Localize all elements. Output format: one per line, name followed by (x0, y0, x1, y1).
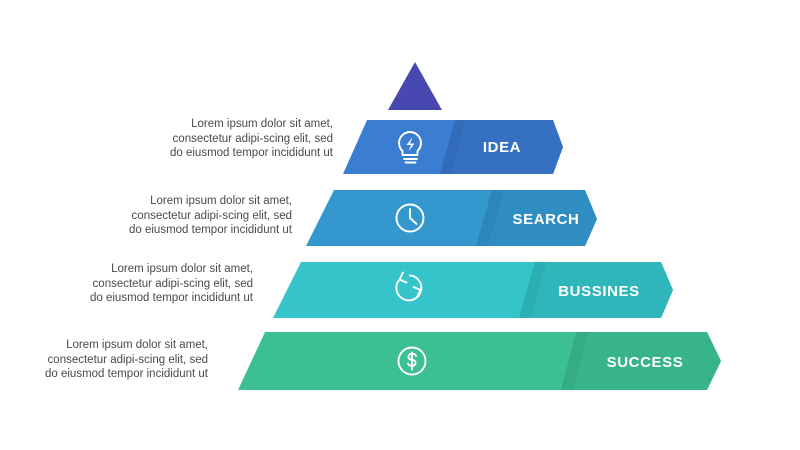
level-description-bussines: Lorem ipsum dolor sit amet, consectetur … (89, 263, 253, 304)
clock-icon (395, 203, 425, 233)
level-description-success: Lorem ipsum dolor sit amet, consectetur … (44, 339, 208, 380)
level-success-label-panel[interactable] (561, 332, 721, 390)
level-success-seam-shadow (561, 332, 588, 390)
level-search-label: SEARCH (513, 211, 580, 228)
pyramid-level-idea[interactable]: IDEA (343, 120, 563, 174)
pyramid-apex-triangle (388, 62, 442, 110)
level-bussines-seam-shadow (519, 262, 547, 318)
level-idea-label: IDEA (483, 139, 521, 156)
pyramid-level-success[interactable]: SUCCESS (238, 332, 721, 390)
level-bussines-label-panel[interactable] (519, 262, 673, 318)
level-idea-seam-shadow (440, 120, 466, 174)
refresh-cycle-icon (395, 271, 423, 302)
lightbulb-bolt-icon (398, 131, 422, 164)
level-idea-label-panel[interactable] (440, 120, 563, 174)
pyramid-level-search[interactable]: SEARCH (306, 190, 597, 246)
level-search-label-panel[interactable] (476, 190, 597, 246)
dollar-circle-icon (397, 346, 427, 376)
level-search-seam-shadow (476, 190, 504, 246)
level-description-idea: Lorem ipsum dolor sit amet, consectetur … (169, 118, 333, 159)
level-description-search: Lorem ipsum dolor sit amet, consectetur … (128, 195, 292, 236)
level-bussines-label: BUSSINES (558, 283, 640, 300)
level-success-label: SUCCESS (607, 354, 684, 371)
pyramid-level-bussines[interactable]: BUSSINES (273, 262, 673, 318)
